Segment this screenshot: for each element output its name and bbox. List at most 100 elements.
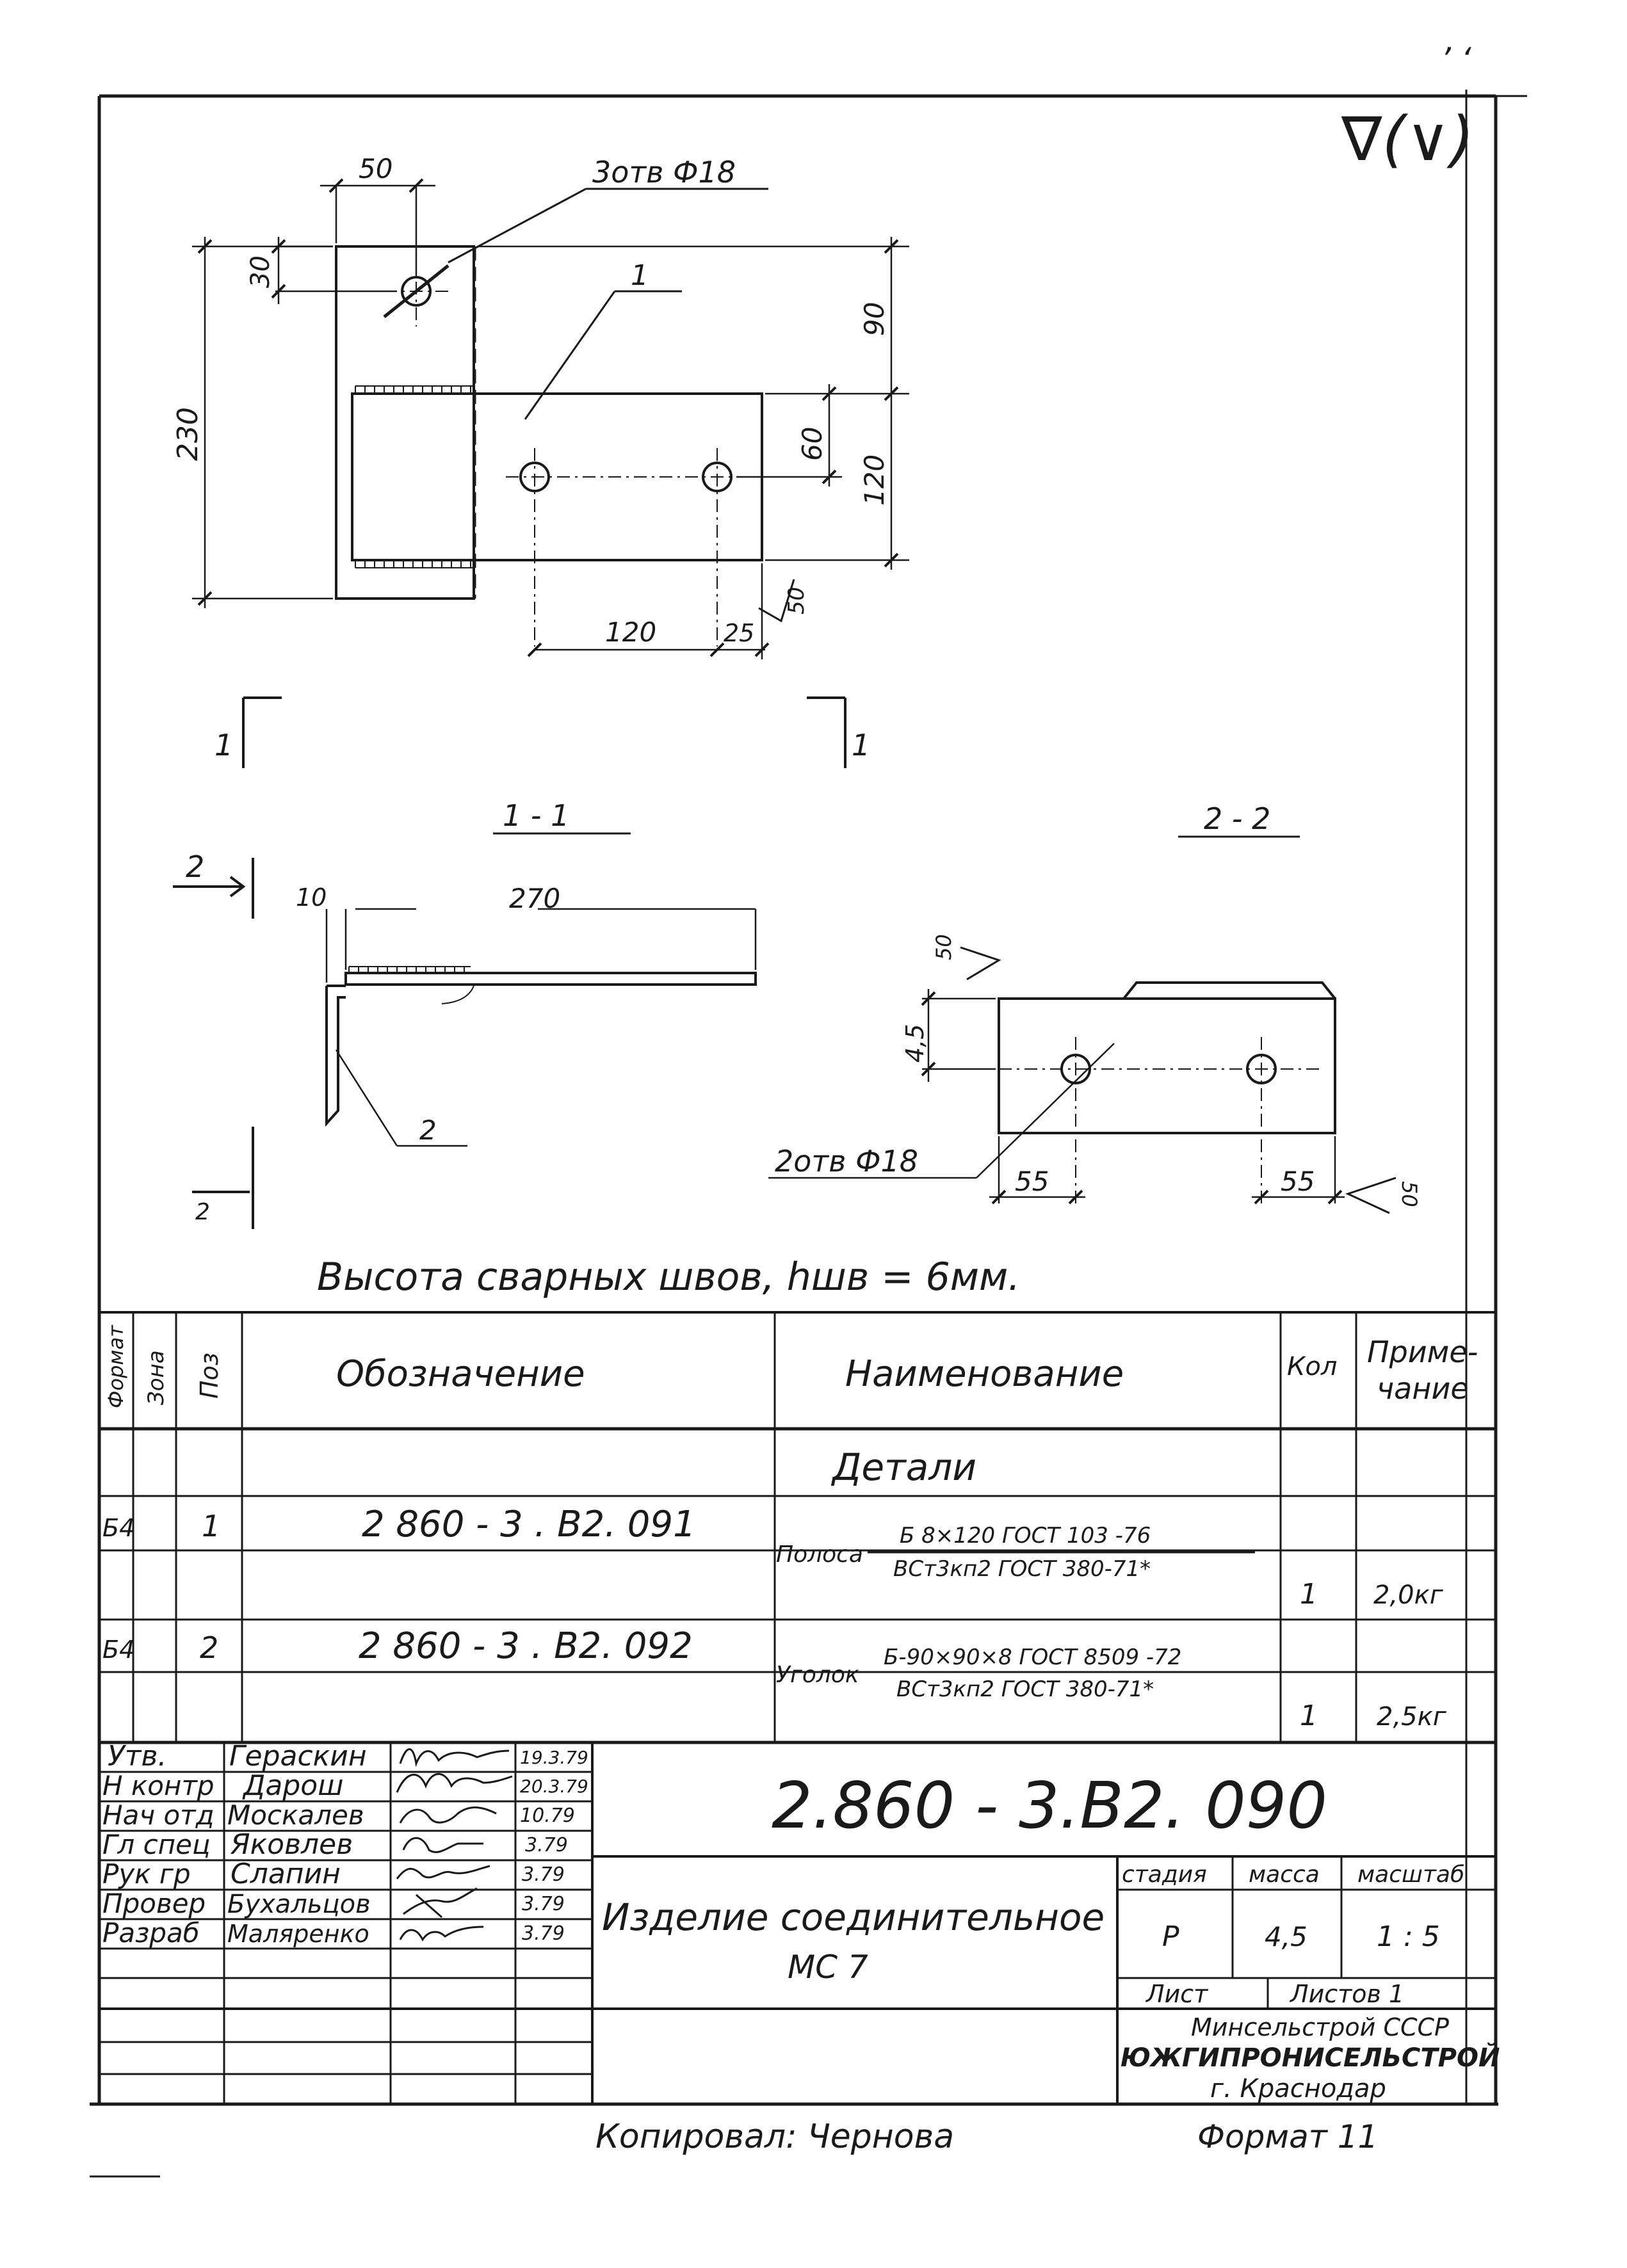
row-2-note: 2,5кг	[1377, 1702, 1447, 1732]
signature	[399, 1806, 497, 1824]
row-2-qty: 1	[1300, 1700, 1318, 1732]
scale-value: 1 : 5	[1377, 1920, 1440, 1953]
main-view: 50 30 230 90 60 120 120 25 3отв Ф18 1 50	[172, 153, 909, 659]
header-note-line2: чание	[1377, 1371, 1469, 1406]
sheet-format: Формат 11	[1197, 2118, 1378, 2155]
signer-date: 3.79	[522, 1863, 565, 1886]
signer-role: Н контр	[102, 1770, 215, 1801]
sheet-label: Лист	[1145, 1980, 1209, 2008]
dim-50: 50	[359, 153, 393, 184]
org-city: г. Краснодар	[1210, 2074, 1386, 2103]
section-mark-a-bottom: 2	[195, 1199, 210, 1225]
stage-value: Р	[1162, 1920, 1179, 1953]
row-1-name-bottom: ВСт3кп2 ГОСТ 380-71*	[893, 1556, 1151, 1582]
spec-row-2: Б4 2 2 860 - 3 . В2. 092 Уголок Б-90×90×…	[102, 1625, 1447, 1732]
signer-date: 3.79	[522, 1893, 565, 1915]
section-marks	[242, 696, 846, 768]
signer-name: Слапин	[231, 1858, 341, 1890]
signer-row: Гл спец Яковлев 3.79	[102, 1828, 568, 1861]
spec-section-title: Детали	[830, 1445, 976, 1489]
section-2-2: 2 - 2 50 50	[768, 801, 1421, 1214]
sheet-frame	[90, 90, 1527, 2106]
dim-55-left: 55	[1015, 1166, 1049, 1197]
hole-strip-left	[506, 448, 736, 647]
signer-role: Гл спец	[102, 1829, 211, 1860]
signer-date: 3.79	[525, 1834, 568, 1856]
roughness-main: 50	[784, 587, 809, 615]
section-2-2-title: 2 - 2	[1204, 801, 1270, 836]
roughness-2-2-top: 50	[932, 934, 956, 960]
leader-label-1: 1	[631, 259, 649, 292]
signer-role: Нач отд	[102, 1799, 215, 1831]
weld-hatch-top	[355, 385, 474, 568]
document-number: 2.860 - 3.В2. 090	[772, 1768, 1327, 1843]
signer-date: 19.3.79	[520, 1747, 588, 1768]
dim-30: 30	[246, 255, 275, 288]
leader-label-2: 2	[419, 1114, 437, 1146]
header-note-line1: Приме-	[1367, 1335, 1478, 1369]
mass-label: масса	[1249, 1862, 1320, 1888]
dim-25: 25	[724, 619, 754, 647]
header-format: Формат	[104, 1324, 128, 1408]
org-name: ЮЖГИПРОНИСЕЛЬСТРОЙ	[1121, 2042, 1500, 2073]
header-pos: Поз	[195, 1353, 223, 1399]
dimension-ticks	[197, 178, 899, 657]
row-2-name-prefix: Уголок	[776, 1662, 859, 1688]
row-1-designation: 2 860 - 3 . В2. 091	[362, 1504, 696, 1545]
product-name-line2: МС 7	[788, 1949, 868, 1986]
section-1-1-title: 1 - 1	[503, 798, 569, 833]
signer-name: Москалев	[227, 1799, 364, 1831]
signer-date: 3.79	[522, 1922, 565, 1945]
spec-header: Формат Зона Поз Обозначение Наименование…	[104, 1324, 1478, 1408]
signer-row: Разраб Маляренко 3.79	[102, 1917, 565, 1949]
weld-note: Высота сварных швов, hшв = 6мм.	[317, 1255, 1020, 1299]
signer-name: Гераскин	[229, 1740, 367, 1773]
signer-row: Нач отд Москалев 10.79	[102, 1799, 575, 1831]
signer-name: Дарош	[242, 1769, 343, 1802]
signer-role: Разраб	[102, 1917, 200, 1949]
dim-10: 10	[296, 883, 327, 912]
dim-120-vertical: 120	[859, 454, 890, 506]
signer-date: 20.3.79	[520, 1776, 588, 1797]
spec-row-1: Б4 1 2 860 - 3 . В2. 091 Полоса Б 8×120 …	[102, 1504, 1444, 1611]
roughness-symbol: ∇(∨)	[1341, 104, 1474, 175]
title-block-grid	[99, 1742, 1496, 2104]
stage-label: стадия	[1122, 1862, 1207, 1888]
signer-name: Бухальцов	[227, 1890, 371, 1919]
signature	[402, 1837, 483, 1853]
header-zone: Зона	[143, 1350, 169, 1405]
copied-by: Копировал: Чернова	[595, 2118, 954, 2156]
row-2-name-top: Б-90×90×8 ГОСТ 8509 -72	[884, 1645, 1181, 1670]
signer-role: Рук гр	[102, 1858, 191, 1890]
dim-120-horizontal: 120	[605, 616, 656, 648]
signature	[396, 1773, 513, 1793]
row-1-note: 2,0кг	[1373, 1580, 1444, 1610]
header-qty: Кол	[1287, 1352, 1337, 1381]
signature	[403, 1887, 478, 1918]
row-2-pos: 2	[200, 1630, 218, 1665]
row-2-designation: 2 860 - 3 . В2. 092	[359, 1625, 693, 1667]
row-1-pos: 1	[202, 1509, 220, 1543]
holes-note-2-2: 2отв Ф18	[775, 1144, 918, 1178]
org-ministry: Минсельстрой СССР	[1191, 2013, 1449, 2041]
signer-role: Утв.	[108, 1740, 166, 1773]
row-1-name-top: Б 8×120 ГОСТ 103 -76	[900, 1523, 1151, 1548]
row-2-name-bottom: ВСт3кп2 ГОСТ 380-71*	[896, 1677, 1154, 1702]
signer-name: Маляренко	[227, 1920, 369, 1948]
signer-row: Утв. Гераскин 19.3.79	[108, 1740, 588, 1773]
dim-55-right: 55	[1281, 1166, 1315, 1197]
section-1-1: 1 - 1 2 2 10 270 2	[173, 798, 757, 1229]
signature	[399, 1926, 484, 1942]
signature	[399, 1748, 510, 1767]
dim-4-5: 4,5	[901, 1024, 929, 1063]
row-1-format: Б4	[102, 1514, 134, 1542]
sheets-label: Листов 1	[1289, 1980, 1404, 2008]
spec-table-grid	[99, 1311, 1496, 1744]
roughness-2-2-bottom: 50	[1397, 1181, 1421, 1207]
hole-strip-right	[702, 448, 733, 647]
header-designation: Обозначение	[336, 1353, 585, 1395]
signer-date: 10.79	[520, 1805, 575, 1827]
scale-label: масштаб	[1357, 1862, 1464, 1888]
dim-90: 90	[859, 302, 890, 336]
dim-270: 270	[509, 883, 560, 914]
